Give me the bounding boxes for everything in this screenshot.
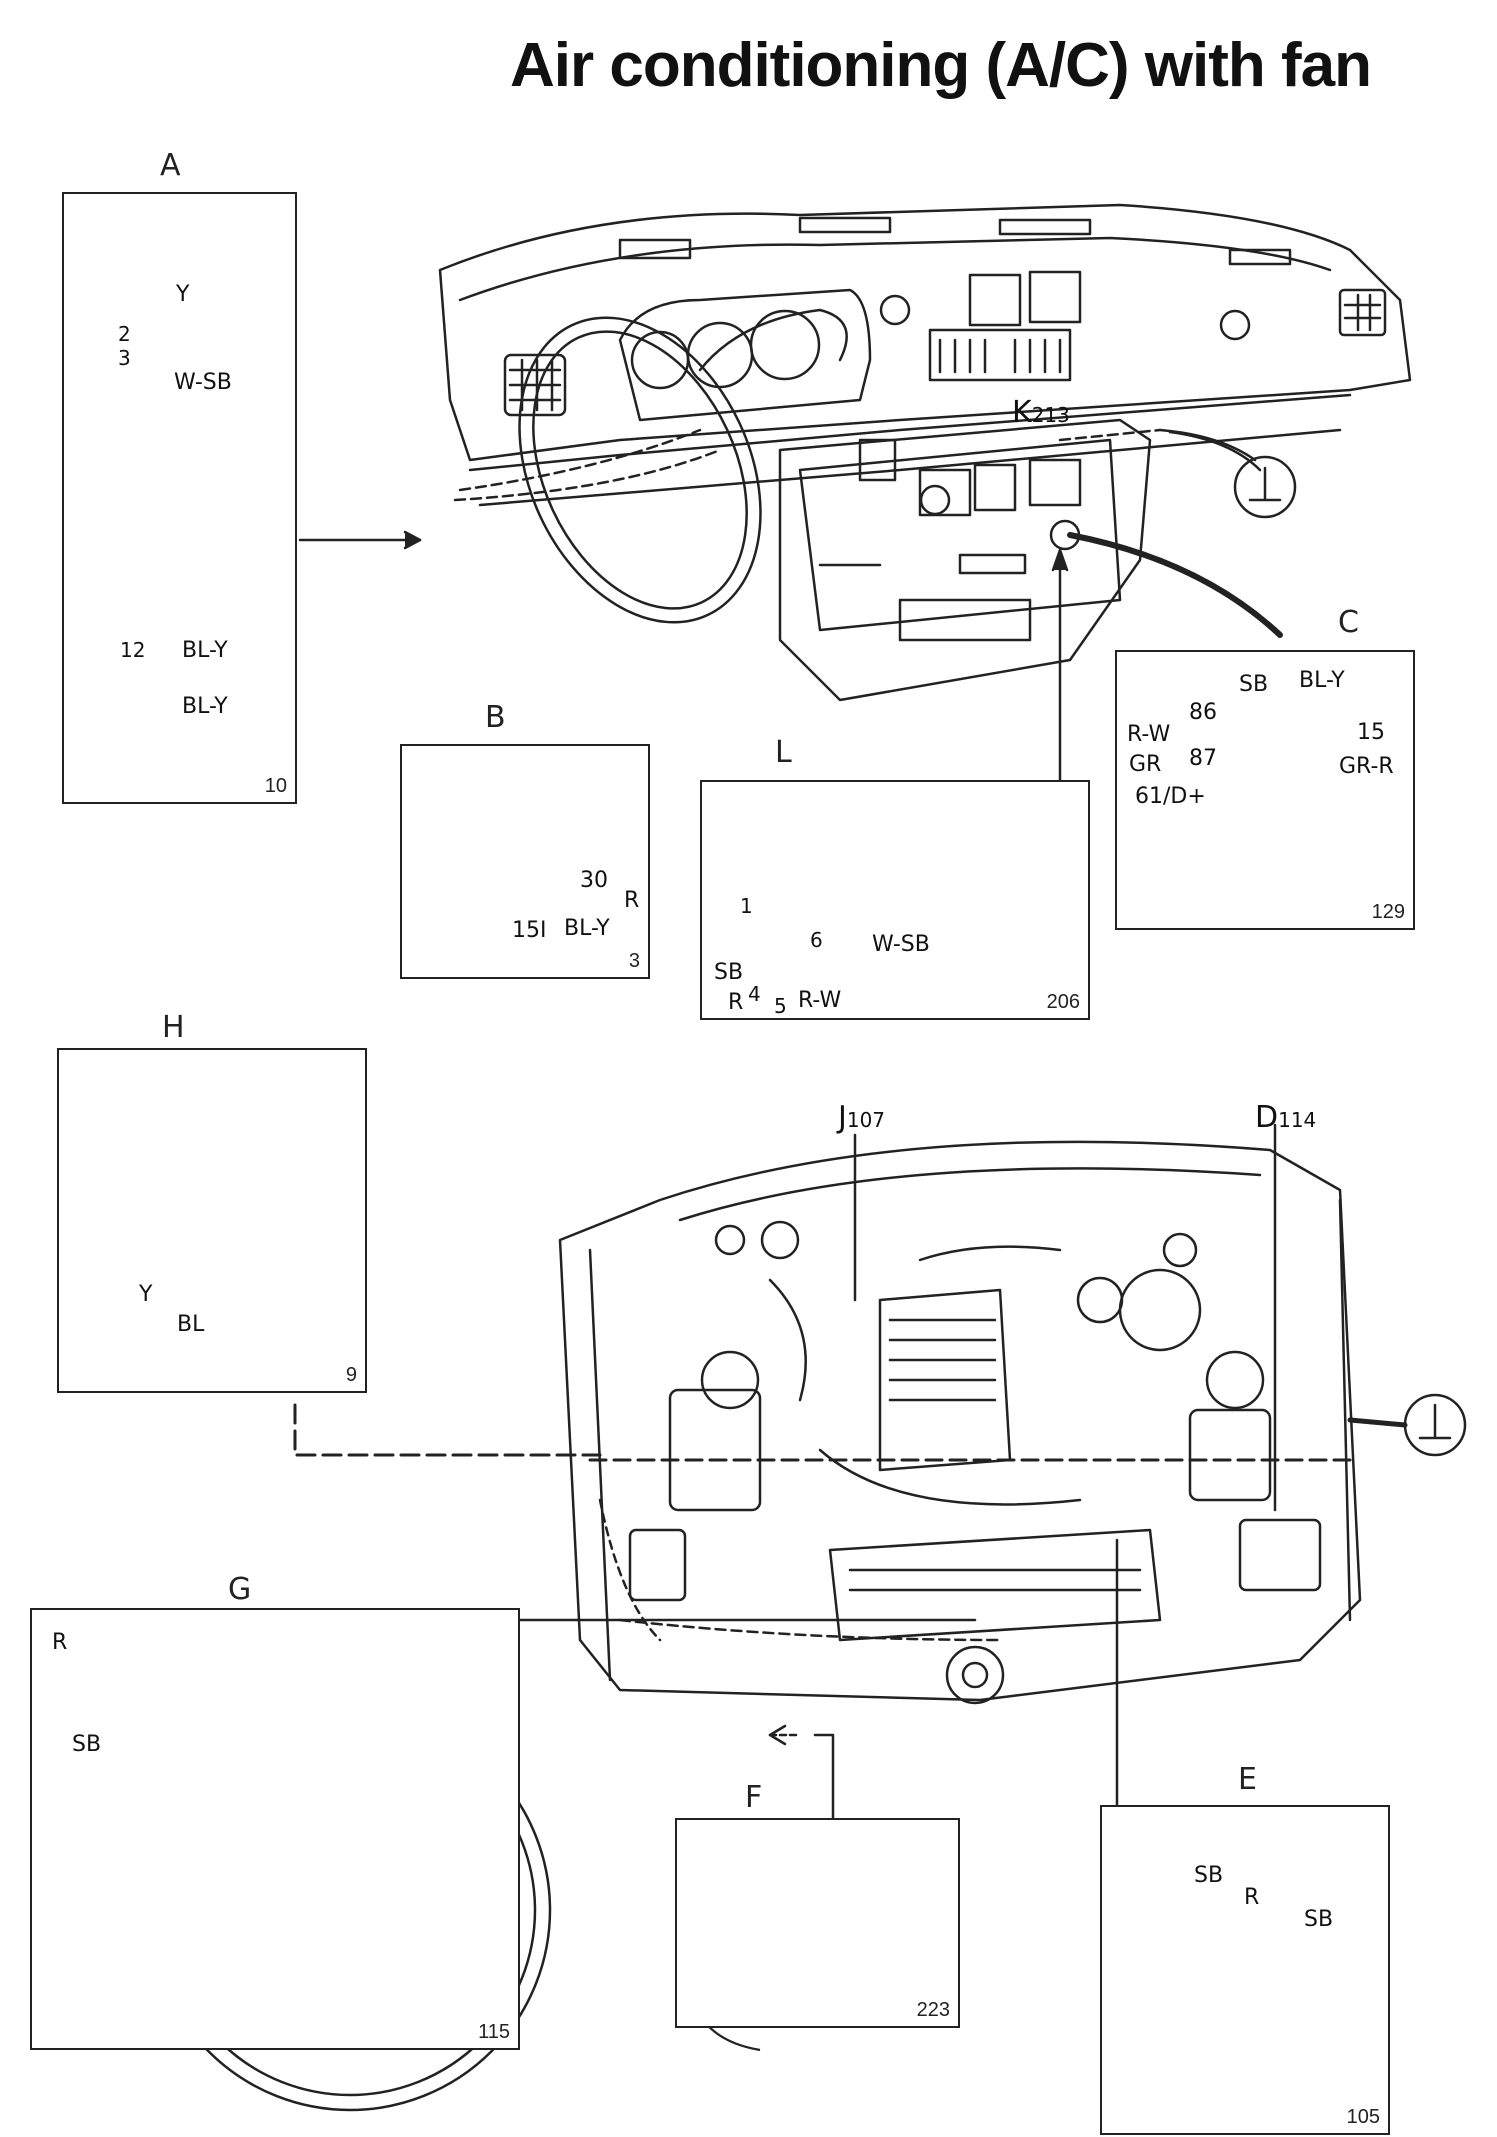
wire-label-r: R: [624, 888, 640, 913]
panel-f-number: 223: [916, 1999, 950, 2021]
terminal-15i: 15I: [512, 918, 547, 943]
wire-label-r-w: R-W: [1127, 722, 1171, 747]
terminal-30: 30: [580, 868, 608, 893]
wire-label-bl-y-in: BL-Y: [182, 638, 228, 663]
wire-label-gr-r: GR-R: [1339, 754, 1394, 779]
wire-label-sb: SB: [1239, 672, 1269, 697]
callout-j-number: 107: [846, 1108, 886, 1132]
wire-label-bl-y: BL-Y: [1299, 668, 1345, 693]
panel-c-relay: SB BL-Y 86 R-W 15 87 GR GR-R 61/D+ 129: [1115, 650, 1415, 930]
panel-l-fan-switch: 1 SB 6 W-SB R 4 5 R-W 206: [700, 780, 1090, 1020]
panel-a-number: 10: [264, 775, 287, 797]
wire-label-sb: SB: [714, 960, 744, 985]
wire-label-sb: SB: [72, 1732, 102, 1757]
panel-c-letter: C: [1338, 605, 1359, 640]
fuse-number-3: 3: [118, 346, 131, 370]
terminal-4: 4: [748, 982, 761, 1006]
terminal-5: 5: [774, 994, 787, 1018]
callout-d-letter: D: [1255, 1100, 1279, 1135]
callout-d: D114: [1255, 1100, 1316, 1135]
terminal-6: 6: [810, 928, 823, 952]
callout-k-letter: K: [1012, 395, 1032, 430]
wire-label-gr: GR: [1129, 752, 1162, 777]
page-title: Air conditioning (A/C) with fan: [510, 31, 1372, 100]
panel-g-number: 115: [478, 2021, 510, 2043]
wire-label-r: R: [1244, 1885, 1260, 1910]
panel-h-letter: H: [162, 1010, 185, 1045]
terminal-87: 87: [1189, 746, 1217, 771]
wire-label-sb-2: SB: [1304, 1907, 1334, 1932]
panel-b-ignition-switch: 30 R 15I BL-Y 3: [400, 744, 650, 979]
terminal-61-d: 61/D+: [1135, 784, 1206, 809]
panel-l-number: 206: [1046, 991, 1080, 1013]
panel-g-cooling-fan: R SB 115: [30, 1608, 520, 2050]
wire-label-y: Y: [176, 282, 190, 307]
panel-b-number: 3: [628, 950, 640, 972]
wire-label-w-sb: W-SB: [872, 932, 930, 957]
wire-label-y: Y: [139, 1282, 153, 1307]
wire-label-r: R: [52, 1630, 68, 1655]
engine-bay-drawing: [558, 1140, 1362, 1705]
terminal-1: 1: [740, 894, 753, 918]
panel-b-letter: B: [485, 700, 506, 735]
panel-c-number: 129: [1371, 901, 1405, 923]
panel-h-number: 9: [345, 1364, 357, 1386]
panel-g-letter: G: [228, 1572, 252, 1607]
wire-label-r: R: [728, 990, 744, 1015]
callout-d-number: 114: [1278, 1108, 1317, 1132]
callout-k: K213: [1012, 395, 1070, 430]
wire-label-w-sb: W-SB: [174, 370, 232, 395]
fuse-number-12: 12: [120, 638, 146, 662]
terminal-86: 86: [1189, 700, 1217, 725]
panel-e-letter: E: [1238, 1762, 1257, 1797]
wire-label-r-w: R-W: [798, 988, 842, 1013]
callout-k-number: 213: [1031, 403, 1070, 427]
panel-h-relay-socket: Y BL 9: [57, 1048, 367, 1393]
panel-a-letter: A: [160, 148, 181, 183]
panel-e-number: 105: [1346, 2106, 1380, 2128]
wire-label-sb: SB: [1194, 1863, 1224, 1888]
panel-f-letter: F: [745, 1780, 763, 1815]
panel-e-compressor-clutch: SB R SB 105: [1100, 1805, 1390, 2135]
callout-j-letter: J: [838, 1100, 847, 1135]
panel-f-pressure-switch: 223: [675, 1818, 960, 2028]
panel-a-fuse-box: Y 2 3 W-SB 12 BL-Y BL-Y 10: [62, 192, 297, 804]
wire-label-bl: BL: [177, 1312, 205, 1337]
callout-j: J107: [838, 1100, 885, 1135]
dashboard-drawing: [438, 203, 1412, 782]
wire-label-bl-y-out: BL-Y: [182, 694, 228, 719]
panel-l-letter: L: [775, 735, 792, 770]
terminal-15: 15: [1357, 720, 1385, 745]
fuse-number-2: 2: [118, 322, 131, 346]
wire-label-bl-y: BL-Y: [564, 916, 610, 941]
